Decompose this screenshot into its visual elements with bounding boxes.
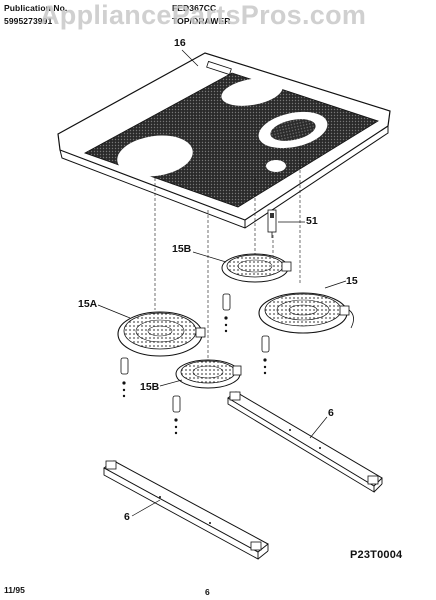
support-bracket-6-left xyxy=(103,460,269,560)
callout-15a: 15A xyxy=(78,298,98,310)
callout-15b-bottom: 15B xyxy=(140,381,160,393)
callout-15b-top: 15B xyxy=(172,243,192,255)
cooktop-glass-16 xyxy=(57,52,391,229)
support-bracket-6-right xyxy=(227,391,383,493)
callout-6-left: 6 xyxy=(124,511,130,523)
terminal-51 xyxy=(267,209,277,238)
callout-15: 15 xyxy=(346,275,358,287)
model-number: FED367CC xyxy=(172,3,217,13)
element-15-right xyxy=(258,292,354,334)
callout-16: 16 xyxy=(174,37,186,49)
publication-label: Publication No. xyxy=(4,3,68,13)
receptacle-parts xyxy=(120,293,270,413)
element-15b-bottom xyxy=(175,359,242,389)
element-15b-top xyxy=(221,253,292,283)
section-title: TOP/DRAWER xyxy=(172,16,231,26)
watermark: AppliancePartsPros.com xyxy=(40,0,367,30)
page-number: 6 xyxy=(205,587,210,597)
element-15a-left xyxy=(117,311,206,357)
callout-51: 51 xyxy=(306,215,318,227)
diagram-code: P23T0004 xyxy=(350,549,403,561)
publication-number: 5995273991 xyxy=(4,16,53,26)
screw-icons xyxy=(122,316,267,435)
callout-6-right: 6 xyxy=(328,407,334,419)
revision-date: 11/95 xyxy=(4,585,25,595)
